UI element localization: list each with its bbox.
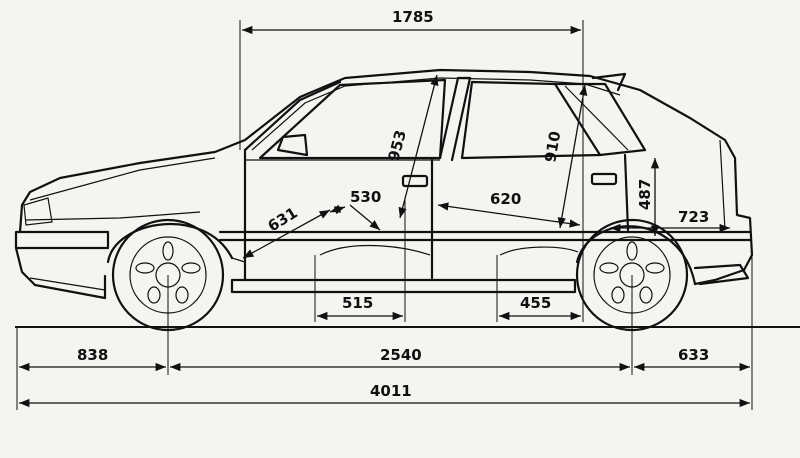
- dim-line-530: [329, 204, 346, 215]
- label-rear-legroom: 620: [490, 190, 521, 208]
- label-rear-height: 487: [636, 179, 654, 210]
- label-rear-overhang: 633: [678, 346, 709, 364]
- label-rear-floor: 455: [520, 294, 551, 312]
- label-front-legroom: 631: [265, 204, 301, 236]
- dim-line-620: [437, 202, 581, 228]
- dim-line-953: [398, 74, 439, 219]
- dimension-lines: [16, 20, 753, 410]
- label-overall-length: 4011: [370, 382, 412, 400]
- label-roof-span: 1785: [392, 8, 434, 26]
- dimension-labels: 1785 910 953 530 631 620 487 723 515 455…: [77, 8, 709, 400]
- label-front-overhang: 838: [77, 346, 108, 364]
- dim-line-631: [242, 209, 331, 259]
- label-front-seat: 530: [350, 188, 381, 206]
- label-boot-length: 723: [678, 208, 709, 226]
- label-front-floor: 515: [342, 294, 373, 312]
- label-wheelbase: 2540: [380, 346, 422, 364]
- label-headroom-rear: 910: [541, 130, 564, 164]
